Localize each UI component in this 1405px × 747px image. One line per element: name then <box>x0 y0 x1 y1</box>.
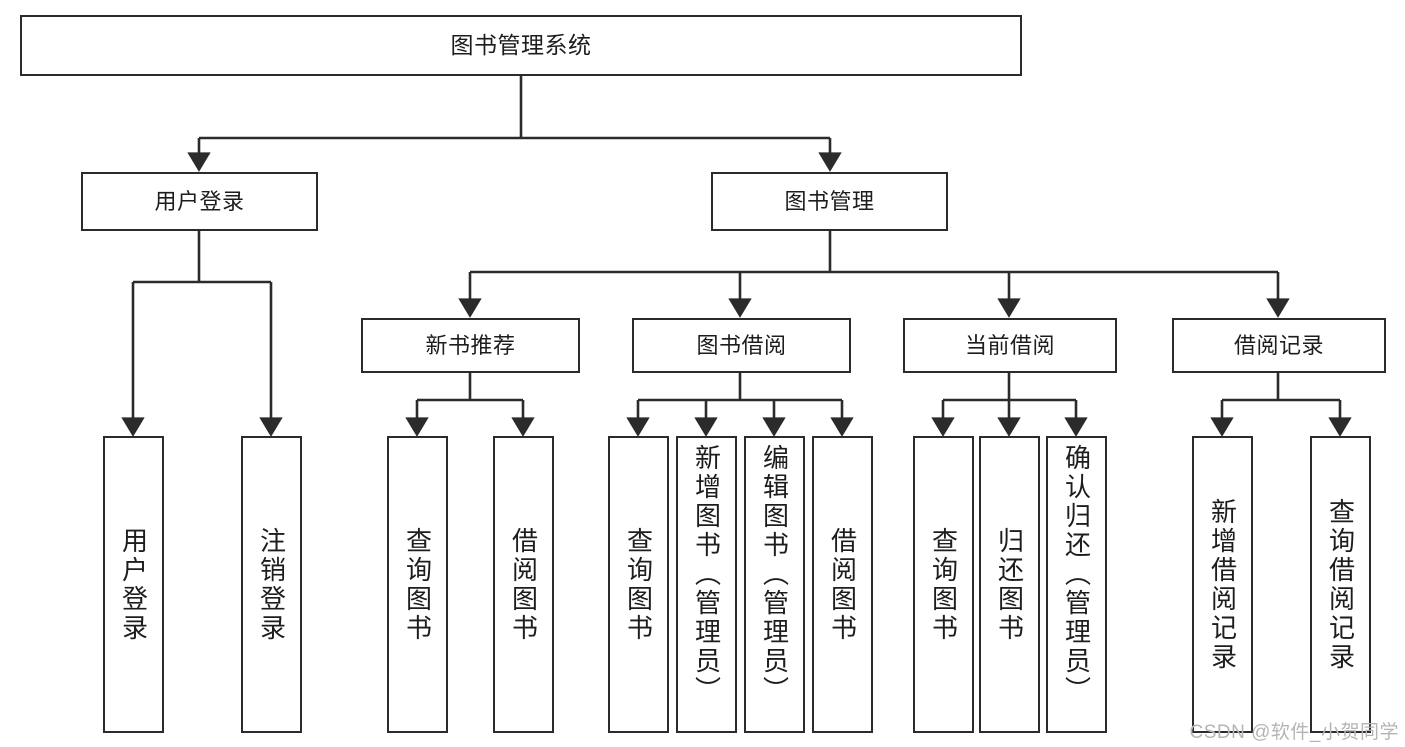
node-label: 注销登录 <box>256 526 287 643</box>
node-label: 新增图书（管理员） <box>691 444 722 705</box>
node-current-borrow[interactable]: 当前借阅 <box>903 318 1117 373</box>
node-book-management[interactable]: 图书管理 <box>711 172 948 231</box>
node-label: 归还图书 <box>994 526 1025 643</box>
node-label: 编辑图书（管理员） <box>759 444 790 705</box>
leaf-current-confirm-return-admin[interactable]: 确认归还（管理员） <box>1046 436 1107 733</box>
node-borrow-record[interactable]: 借阅记录 <box>1172 318 1386 373</box>
node-label: 查询图书 <box>928 526 959 643</box>
leaf-current-return-book[interactable]: 归还图书 <box>979 436 1040 733</box>
node-user-login[interactable]: 用户登录 <box>81 172 318 231</box>
node-label: 查询图书 <box>623 526 654 643</box>
leaf-user-login-login[interactable]: 用户登录 <box>103 436 164 733</box>
node-new-book-recommend[interactable]: 新书推荐 <box>361 318 580 373</box>
leaf-user-login-logout[interactable]: 注销登录 <box>241 436 302 733</box>
watermark-text: CSDN @软件_小贺同学 <box>1189 722 1399 743</box>
node-label: 查询图书 <box>402 526 433 643</box>
leaf-borrow-borrow-book[interactable]: 借阅图书 <box>812 436 873 733</box>
node-root-system[interactable]: 图书管理系统 <box>20 15 1022 76</box>
node-label: 当前借阅 <box>964 332 1055 358</box>
node-label: 查询借阅记录 <box>1325 497 1356 672</box>
node-label: 新增借阅记录 <box>1207 497 1238 672</box>
node-label: 图书管理系统 <box>450 32 592 58</box>
leaf-record-add-record[interactable]: 新增借阅记录 <box>1192 436 1253 733</box>
leaf-borrow-query-book[interactable]: 查询图书 <box>608 436 669 733</box>
node-label: 新书推荐 <box>425 332 516 358</box>
node-label: 借阅图书 <box>827 526 858 643</box>
node-label: 借阅图书 <box>508 526 539 643</box>
leaf-borrow-edit-book-admin[interactable]: 编辑图书（管理员） <box>744 436 805 733</box>
node-label: 用户登录 <box>118 526 149 643</box>
node-label: 图书借阅 <box>696 332 787 358</box>
node-label: 用户登录 <box>154 188 245 214</box>
leaf-recommend-query-book[interactable]: 查询图书 <box>387 436 448 733</box>
leaf-recommend-borrow-book[interactable]: 借阅图书 <box>493 436 554 733</box>
leaf-borrow-add-book-admin[interactable]: 新增图书（管理员） <box>676 436 737 733</box>
leaf-current-query-book[interactable]: 查询图书 <box>913 436 974 733</box>
node-label: 图书管理 <box>784 188 875 214</box>
node-label: 借阅记录 <box>1233 332 1324 358</box>
node-book-borrow[interactable]: 图书借阅 <box>632 318 851 373</box>
node-label: 确认归还（管理员） <box>1061 444 1092 705</box>
leaf-record-query-record[interactable]: 查询借阅记录 <box>1310 436 1371 733</box>
